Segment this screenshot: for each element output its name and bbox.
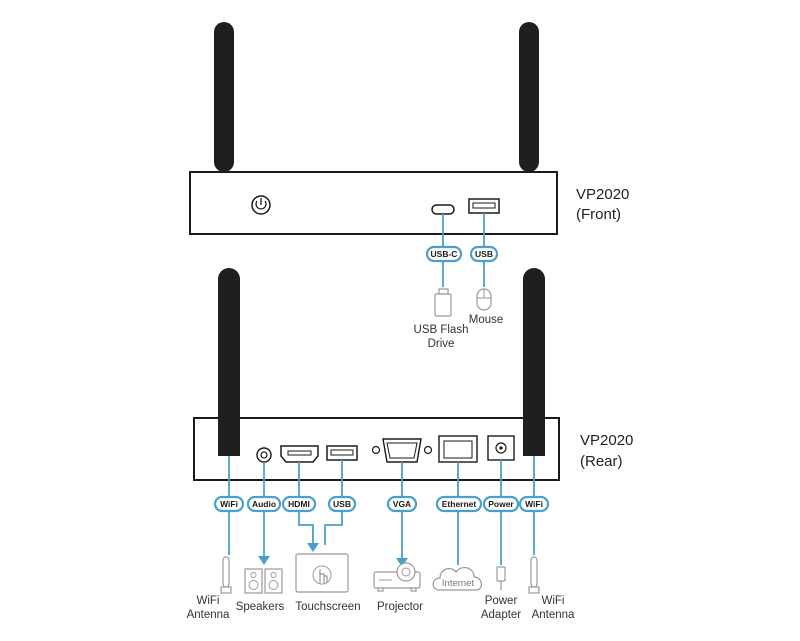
arrow-audio — [258, 556, 270, 565]
cloud-icon: Internet — [432, 567, 482, 591]
power-adapter-label: Power — [485, 595, 518, 607]
svg-text:USB-C: USB-C — [431, 249, 458, 259]
svg-text:USB: USB — [475, 249, 493, 259]
front-antenna-right — [519, 22, 539, 172]
touchscreen-icon — [295, 553, 349, 593]
usb-flash-drive-label-2: Drive — [428, 338, 455, 350]
rear-antenna-right-base — [523, 418, 545, 456]
front-device-body — [189, 171, 558, 235]
rear-view-label: (Rear) — [580, 453, 623, 470]
mouse-label: Mouse — [469, 314, 504, 326]
wifi-antenna-label-right-2: Antenna — [532, 609, 575, 621]
power-adapter-label-2: Adapter — [481, 609, 521, 621]
svg-text:HDMI: HDMI — [288, 499, 310, 509]
tag-ethernet: Ethernet — [435, 495, 483, 513]
front-antenna-left — [214, 22, 234, 172]
rear-model: VP2020 — [580, 432, 633, 449]
tag-wifi-left: WiFi — [213, 495, 245, 513]
speakers-icon — [244, 568, 283, 594]
svg-text:Power: Power — [488, 499, 514, 509]
rear-antenna-right — [523, 268, 545, 456]
tag-power: Power — [482, 495, 520, 513]
usb-flash-drive-icon — [434, 288, 452, 317]
power-button-icon[interactable] — [251, 195, 271, 215]
tag-usb: USB — [327, 495, 357, 513]
rear-audio-port — [256, 447, 272, 463]
wifi-antenna-icon-right — [528, 556, 540, 594]
arrow-hdmi — [307, 543, 319, 552]
rear-view: VP2020 (Rear) WiFi Audio HDMI USB — [187, 268, 633, 621]
wifi-antenna-label-right: WiFi — [542, 595, 565, 607]
svg-text:WiFi: WiFi — [525, 499, 543, 509]
svg-text:VGA: VGA — [393, 499, 411, 509]
rear-usb-port-inner — [330, 449, 354, 456]
front-usb-port-inner — [472, 202, 496, 209]
front-view-label: (Front) — [576, 206, 621, 223]
mouse-icon — [476, 288, 492, 311]
tag-audio: Audio — [246, 495, 282, 513]
svg-text:USB: USB — [333, 499, 351, 509]
wire-hdmi — [298, 462, 314, 545]
projector-label: Projector — [377, 601, 423, 613]
svg-text:Audio: Audio — [252, 499, 276, 509]
arrow-vga — [396, 558, 408, 567]
rear-power-port — [487, 435, 515, 461]
rear-vga-port — [371, 438, 433, 463]
usb-flash-drive-label: USB Flash — [414, 324, 469, 336]
touchscreen-label: Touchscreen — [295, 601, 360, 613]
tag-hdmi: HDMI — [281, 495, 317, 513]
front-usbc-tag: USB-C — [425, 245, 463, 263]
wifi-antenna-label-left-2: Antenna — [187, 609, 230, 621]
wire-usb — [324, 460, 343, 545]
rear-antenna-left — [218, 268, 240, 456]
svg-text:Ethernet: Ethernet — [442, 499, 477, 509]
internet-label: Internet — [442, 578, 475, 589]
front-model: VP2020 — [576, 186, 629, 203]
rear-antenna-left-base — [218, 418, 240, 456]
rear-hdmi-port — [280, 445, 319, 463]
speakers-label: Speakers — [236, 601, 285, 613]
wifi-antenna-label-left: WiFi — [197, 595, 220, 607]
tag-wifi-right: WiFi — [518, 495, 550, 513]
power-adapter-icon — [496, 566, 506, 590]
front-usb-tag: USB — [469, 245, 499, 263]
projector-icon — [373, 562, 421, 592]
rear-ethernet-port — [438, 435, 478, 463]
front-view: VP2020 (Front) USB-C USB USB Flash Drive… — [189, 22, 629, 350]
svg-text:WiFi: WiFi — [220, 499, 238, 509]
rear-hdmi-port-inner — [287, 450, 312, 456]
tag-vga: VGA — [386, 495, 418, 513]
wifi-antenna-icon — [220, 556, 232, 594]
